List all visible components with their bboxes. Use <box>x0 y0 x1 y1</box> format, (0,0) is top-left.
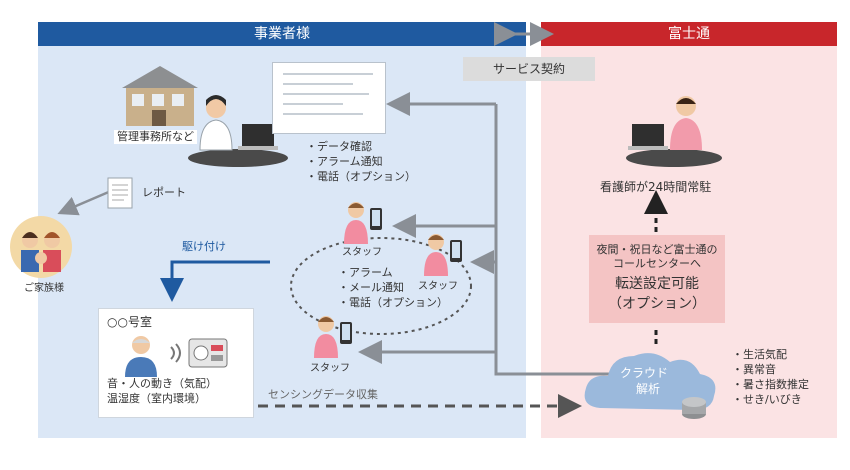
nurse-label: 看護師が24時間常駐 <box>600 180 712 194</box>
elderly-person-icon <box>125 336 157 377</box>
report-label: レポート <box>142 186 186 199</box>
analysis-item-2: ・異常音 <box>732 363 776 376</box>
office-label: 管理事務所など <box>114 130 197 144</box>
family-icon <box>10 216 72 278</box>
business-header: 事業者様 <box>38 22 526 46</box>
room-sensing-line2: 温湿度（室内環境） <box>107 392 206 405</box>
staff-label-bottom: スタッフ <box>310 363 350 374</box>
call-center-line2: コールセンターへ <box>613 257 701 270</box>
report-document-icon <box>107 177 133 209</box>
alarm-feature-3: ・電話（オプション） <box>338 296 448 309</box>
family-label: ご家族様 <box>24 283 64 294</box>
office-worker-icon <box>188 95 288 167</box>
sensor-device-icon <box>188 338 228 368</box>
fujitsu-header: 富士通 <box>541 22 837 46</box>
room-title: ○○号室 <box>107 315 152 329</box>
service-contract-label: サービス契約 <box>463 57 595 81</box>
signal-waves-icon <box>170 343 181 363</box>
cloud-label-line1: クラウド <box>620 366 669 380</box>
resident-room-box: ○○号室 音・人の動き（気配） 温湿度（室内環境） <box>98 308 254 418</box>
analysis-item-4: ・せき/いびき <box>732 393 802 406</box>
staff-icon-top <box>344 202 382 244</box>
nurse-icon <box>626 96 722 167</box>
staff-icon-bottom <box>314 316 352 358</box>
room-sensing-line1: 音・人の動き（気配） <box>107 377 217 390</box>
building-icon <box>122 66 198 126</box>
staff-label-right: スタッフ <box>418 281 458 292</box>
cloud-label-line2: 解析 <box>636 382 661 396</box>
call-center-forward: 転送設定可能 <box>615 276 699 292</box>
cloud-icon <box>584 353 716 419</box>
alarm-feature-2: ・メール通知 <box>338 281 404 294</box>
monitor-feature-1: ・データ確認 <box>306 140 372 153</box>
data-monitor-screen <box>272 62 386 134</box>
analysis-item-3: ・暑さ指数推定 <box>732 378 809 391</box>
call-center-option: （オプション） <box>608 296 706 312</box>
monitor-feature-3: ・電話（オプション） <box>306 170 416 183</box>
sensing-data-label: センシングデータ収集 <box>268 388 378 401</box>
rush-label: 駆け付け <box>182 240 226 253</box>
call-center-box: 夜間・祝日など富士通の コールセンターへ 転送設定可能 （オプション） <box>589 235 725 323</box>
alarm-feature-1: ・アラーム <box>338 266 393 279</box>
staff-label-top: スタッフ <box>342 247 382 258</box>
monitor-feature-2: ・アラーム通知 <box>306 155 383 168</box>
call-center-line1: 夜間・祝日など富士通の <box>596 243 718 256</box>
analysis-item-1: ・生活気配 <box>732 348 787 361</box>
staff-icon-right <box>424 234 462 276</box>
